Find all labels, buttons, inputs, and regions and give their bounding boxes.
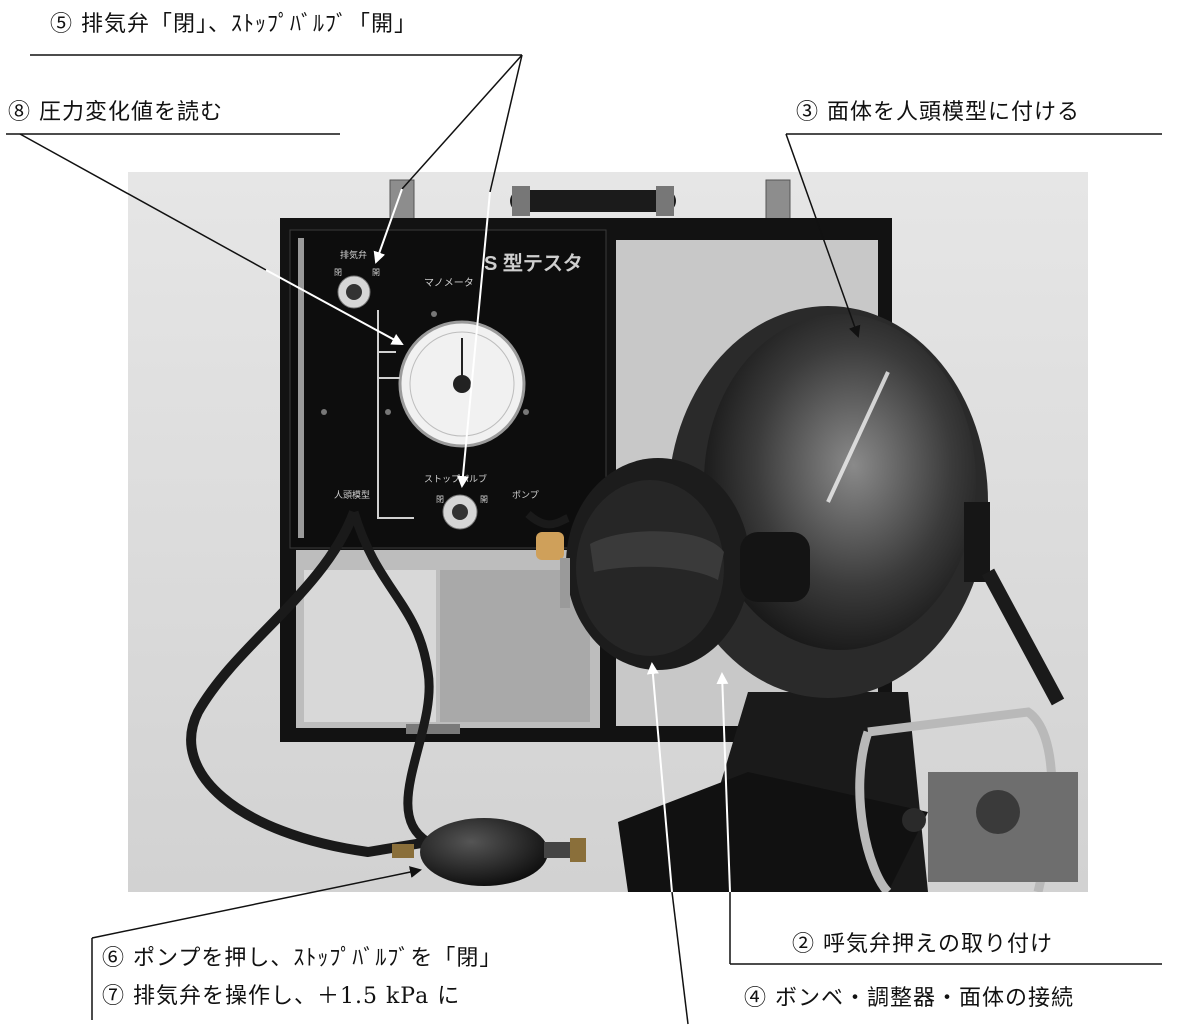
stop-valve-label: ストップバルブ	[424, 473, 487, 484]
label-step3: ③ 面体を人頭模型に付ける	[796, 100, 1080, 125]
svg-text:開: 開	[372, 268, 380, 277]
step5-to-exhaust-valve	[373, 188, 403, 264]
apparatus-illustration: S 型テスタ 排気弁 マノメータ 閉 開 ストップバルブ 閉 開 人頭模型 ポン…	[128, 172, 1088, 892]
step3-to-mask	[785, 133, 861, 338]
step67-to-pump	[91, 866, 422, 939]
label-step5: ⑤ 排気弁「閉」、ｽﾄｯﾌﾟﾊﾞﾙﾌﾞ「開」	[50, 12, 417, 37]
svg-text:閉: 閉	[436, 495, 444, 504]
step5-to-exhaust-top	[401, 54, 523, 190]
pump-label: ポンプ	[512, 490, 539, 500]
apparatus-photo: S 型テスタ 排気弁 マノメータ 閉 開 ストップバルブ 閉 開 人頭模型 ポン…	[128, 172, 1088, 892]
step4-vertical-black	[671, 891, 689, 1025]
pump-hose	[186, 510, 429, 858]
label-step2: ② 呼気弁押えの取り付け	[792, 932, 1053, 957]
manometer-label: マノメータ	[424, 277, 474, 289]
step5-to-stop-valve	[456, 191, 491, 488]
label-step4: ④ ボンベ・調整器・面体の接続	[744, 986, 1074, 1011]
head-model-label: 人頭模型	[334, 490, 370, 500]
step5-to-stop-top	[489, 54, 523, 193]
svg-text:閉: 閉	[334, 268, 342, 277]
exhaust-valve-label: 排気弁	[340, 249, 367, 260]
panel-title: S 型テスタ	[484, 252, 583, 275]
pump-bulb	[420, 818, 548, 886]
step8-leader-black	[19, 133, 267, 271]
step8-to-manometer	[265, 269, 404, 345]
step2-to-valve-cover	[716, 672, 731, 893]
label-step8: ⑧ 圧力変化値を読む	[8, 100, 223, 125]
step4-to-connection	[646, 662, 673, 893]
svg-text:開: 開	[480, 495, 488, 504]
label-step6: ⑥ ポンプを押し、ｽﾄｯﾌﾟﾊﾞﾙﾌﾞを「閉」	[102, 946, 503, 971]
label-step7: ⑦ 排気弁を操作し、＋1.5 kPa に	[102, 984, 461, 1009]
